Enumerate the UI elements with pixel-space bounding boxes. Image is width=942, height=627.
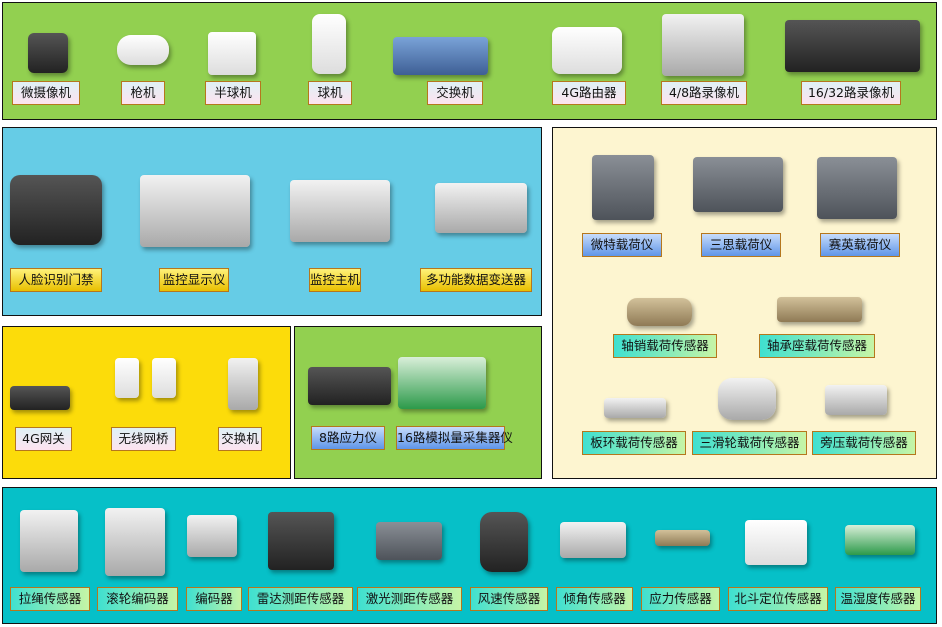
label-4g-router[interactable]: 4G路由器 bbox=[552, 81, 626, 105]
label-face-recognition[interactable]: 人脸识别门禁 bbox=[10, 268, 102, 292]
wireless-bridge-image-2[interactable] bbox=[152, 358, 176, 398]
4g-gateway-image[interactable] bbox=[10, 386, 70, 410]
label-three-pulley-sensor[interactable]: 三滑轮载荷传感器 bbox=[692, 431, 807, 455]
monitor-host-image[interactable] bbox=[290, 180, 390, 242]
saiying-load-meter-image[interactable] bbox=[817, 157, 897, 219]
label-beidou-sensor[interactable]: 北斗定位传感器 bbox=[728, 587, 828, 611]
label-wireless-bridge[interactable]: 无线网桥 bbox=[111, 427, 176, 451]
wheel-encoder-image[interactable] bbox=[105, 508, 165, 576]
label-radar-sensor[interactable]: 雷达测距传感器 bbox=[248, 587, 353, 611]
label-nvr-4-8[interactable]: 4/8路录像机 bbox=[661, 81, 747, 105]
analog-collector-image[interactable] bbox=[398, 357, 486, 409]
industrial-switch-image[interactable] bbox=[228, 358, 258, 410]
stress-meter-image[interactable] bbox=[308, 367, 391, 405]
bullet-camera-image[interactable] bbox=[117, 35, 169, 65]
nvr-16-32-image[interactable] bbox=[785, 20, 920, 72]
laser-sensor-image[interactable] bbox=[376, 522, 442, 560]
humidity-sensor-image[interactable] bbox=[845, 525, 915, 555]
label-side-pressure-sensor[interactable]: 旁压载荷传感器 bbox=[812, 431, 916, 455]
micro-camera-image[interactable] bbox=[28, 33, 68, 73]
sansi-load-meter-image[interactable] bbox=[693, 157, 783, 212]
data-transmitter-image[interactable] bbox=[435, 183, 527, 233]
ring-load-sensor-image[interactable] bbox=[604, 398, 666, 418]
label-wheel-encoder[interactable]: 滚轮编码器 bbox=[97, 587, 178, 611]
label-dome-camera[interactable]: 半球机 bbox=[205, 81, 261, 105]
label-wind-speed-sensor[interactable]: 风速传感器 bbox=[470, 587, 548, 611]
bearing-load-sensor-image[interactable] bbox=[777, 297, 862, 322]
nvr-4-8-image[interactable] bbox=[662, 14, 744, 76]
label-humidity-sensor[interactable]: 温湿度传感器 bbox=[835, 587, 921, 611]
radar-sensor-image[interactable] bbox=[268, 512, 334, 570]
tilt-sensor-image[interactable] bbox=[560, 522, 626, 558]
ptz-camera-image[interactable] bbox=[312, 14, 346, 74]
beidou-sensor-image[interactable] bbox=[745, 520, 807, 565]
label-sansi-load-meter[interactable]: 三思载荷仪 bbox=[701, 233, 781, 257]
label-4g-gateway[interactable]: 4G网关 bbox=[15, 427, 72, 451]
dome-camera-image[interactable] bbox=[208, 32, 256, 75]
label-monitor-host[interactable]: 监控主机 bbox=[309, 268, 361, 292]
label-strain-sensor[interactable]: 应力传感器 bbox=[641, 587, 720, 611]
label-tilt-sensor[interactable]: 倾角传感器 bbox=[556, 587, 633, 611]
label-weite-load-meter[interactable]: 微特载荷仪 bbox=[582, 233, 662, 257]
label-micro-camera[interactable]: 微摄像机 bbox=[12, 81, 80, 105]
monitor-display-image[interactable] bbox=[140, 175, 250, 247]
label-bearing-load-sensor[interactable]: 轴承座载荷传感器 bbox=[759, 334, 875, 358]
label-data-transmitter[interactable]: 多功能数据变送器 bbox=[420, 268, 532, 292]
draw-wire-sensor-image[interactable] bbox=[20, 510, 78, 572]
label-encoder[interactable]: 编码器 bbox=[186, 587, 242, 611]
label-monitor-display[interactable]: 监控显示仪 bbox=[159, 268, 229, 292]
label-bullet-camera[interactable]: 枪机 bbox=[121, 81, 165, 105]
router-image[interactable] bbox=[552, 27, 622, 74]
wireless-bridge-image[interactable] bbox=[115, 358, 139, 398]
label-ring-load-sensor[interactable]: 板环载荷传感器 bbox=[582, 431, 686, 455]
label-stress-meter[interactable]: 8路应力仪 bbox=[311, 426, 385, 450]
label-laser-sensor[interactable]: 激光测距传感器 bbox=[357, 587, 462, 611]
weite-load-meter-image[interactable] bbox=[592, 155, 654, 220]
label-analog-collector[interactable]: 16路模拟量采集器仪 bbox=[396, 426, 513, 450]
label-nvr-16-32[interactable]: 16/32路录像机 bbox=[801, 81, 901, 105]
wind-speed-sensor-image[interactable] bbox=[480, 512, 528, 572]
face-recognition-image[interactable] bbox=[10, 175, 102, 245]
pin-load-sensor-image[interactable] bbox=[627, 298, 692, 326]
label-ptz-camera[interactable]: 球机 bbox=[308, 81, 352, 105]
label-saiying-load-meter[interactable]: 赛英载荷仪 bbox=[820, 233, 900, 257]
label-industrial-switch[interactable]: 交换机 bbox=[218, 427, 262, 451]
label-draw-wire-sensor[interactable]: 拉绳传感器 bbox=[10, 587, 90, 611]
strain-sensor-image[interactable] bbox=[655, 530, 710, 546]
three-pulley-sensor-image[interactable] bbox=[718, 378, 776, 420]
side-pressure-sensor-image[interactable] bbox=[825, 385, 887, 415]
encoder-image[interactable] bbox=[187, 515, 237, 557]
label-switch[interactable]: 交换机 bbox=[427, 81, 483, 105]
label-pin-load-sensor[interactable]: 轴销载荷传感器 bbox=[613, 334, 717, 358]
switch-image[interactable] bbox=[393, 37, 488, 75]
